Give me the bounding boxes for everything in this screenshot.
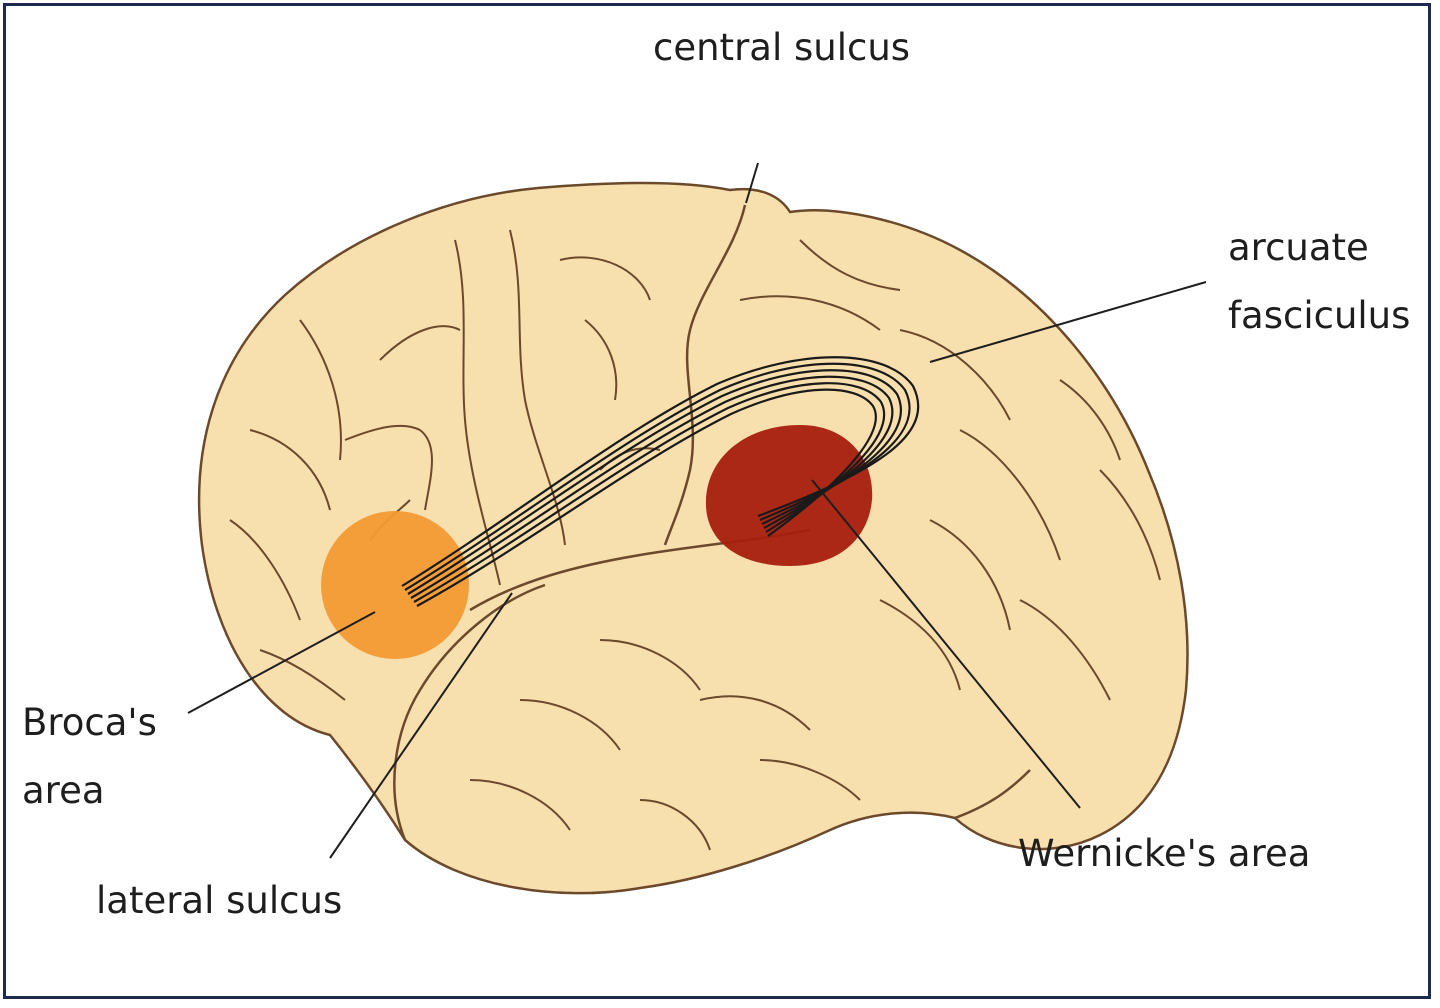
label-central-sulcus: central sulcus (653, 26, 911, 69)
label-brocas-line1: Broca's (22, 701, 157, 744)
central-sulcus (663, 204, 747, 546)
leader-lateral-sulcus (329, 592, 513, 859)
gyri-lines (229, 229, 1161, 851)
wernickes-area-region (705, 425, 873, 566)
leader-wernickes-area (811, 479, 1081, 809)
label-lateral-sulcus: lateral sulcus (96, 879, 343, 922)
label-wernickes-area: Wernicke's area (1018, 832, 1311, 875)
label-arcuate-line1: arcuate (1228, 226, 1369, 269)
label-arcuate-line2: fasciculus (1228, 294, 1411, 337)
label-brocas-line2: area (22, 769, 105, 812)
leader-brocas-area (187, 611, 376, 714)
leader-lines (187, 162, 1207, 859)
cerebellum-notch (954, 769, 1031, 820)
leader-central-sulcus (745, 162, 759, 204)
brocas-area-region (321, 511, 469, 659)
label-arcuate-fasciculus: arcuate fasciculus (1228, 214, 1410, 350)
brain-hemisphere (197, 181, 1189, 895)
label-brocas-area: Broca's area (22, 689, 157, 825)
leader-arcuate-fasciculus (929, 281, 1207, 363)
arcuate-fasciculus-bundle (401, 356, 920, 607)
